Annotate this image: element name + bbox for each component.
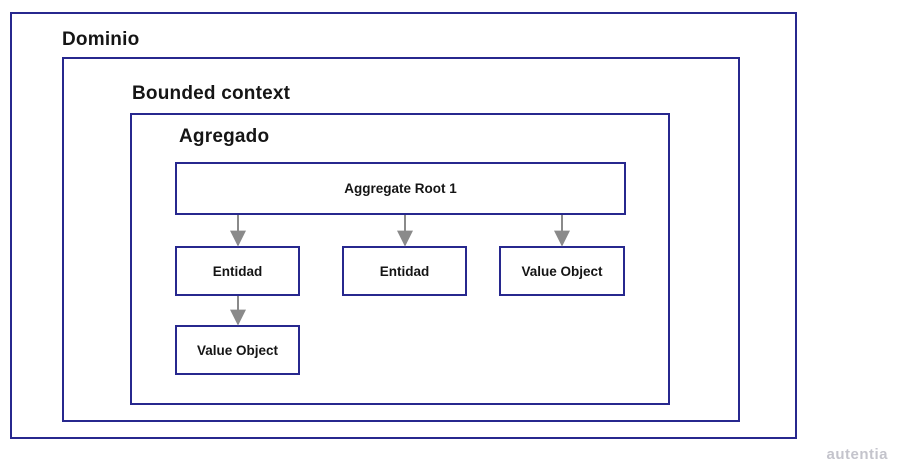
entity-node-2: Entidad (342, 246, 467, 296)
aggregate-root-label: Aggregate Root 1 (344, 181, 457, 196)
aggregate-root-node: Aggregate Root 1 (175, 162, 626, 215)
domain-title: Dominio (62, 29, 140, 50)
value-object-node-2: Value Object (175, 325, 300, 375)
entity-label-1: Entidad (212, 263, 263, 279)
value-object-label-2: Value Object (196, 342, 279, 358)
value-object-label-1: Value Object (521, 263, 603, 279)
brand-logo: autentia (826, 446, 888, 463)
bounded-context-title: Bounded context (132, 83, 291, 104)
domain-container (10, 12, 797, 439)
entity-node-1: Entidad (175, 246, 300, 296)
bounded-context-container (62, 57, 740, 422)
aggregate-container (130, 113, 670, 405)
value-object-node-1: Value Object (499, 246, 625, 296)
aggregate-title: Agregado (179, 126, 270, 147)
entity-label-2: Entidad (379, 263, 430, 279)
